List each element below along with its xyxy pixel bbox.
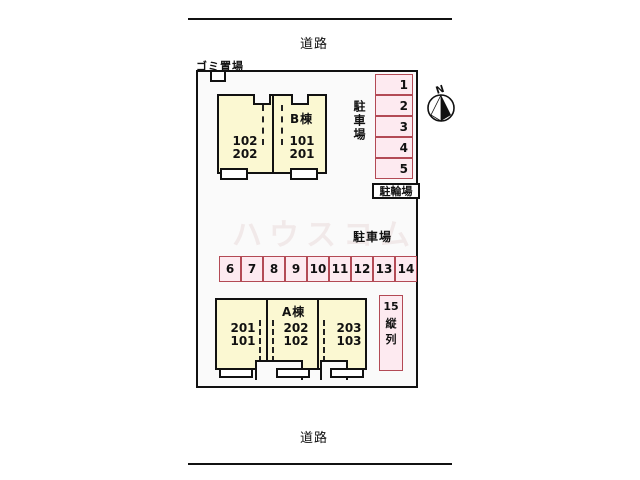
- road-label-top: 道路: [300, 37, 329, 52]
- building-a-unit-2-upper: 203: [336, 321, 362, 335]
- parking-stall-13[interactable]: 13: [373, 256, 395, 282]
- building-a-unit-2: 203 103: [332, 322, 366, 347]
- building-a-stair-line-3: [323, 320, 325, 362]
- watermark-text: ハウスコム: [232, 218, 417, 253]
- bicycle-parking-label: 駐輪場: [372, 183, 420, 199]
- parking-stall-2[interactable]: 2: [375, 95, 413, 116]
- parking-stall-15-number: 15: [383, 300, 399, 313]
- trash-area-box: [210, 70, 226, 82]
- building-b-unit-0: 102 202: [226, 135, 264, 160]
- parking-stall-15-char2: 列: [385, 333, 397, 346]
- building-b-entry-left: [220, 168, 248, 180]
- building-b-stair-line-right: [281, 105, 283, 145]
- parking-stall-4[interactable]: 4: [375, 137, 413, 158]
- building-a-unit-0-lower: 101: [230, 333, 256, 348]
- building-b-notch-right: [291, 94, 309, 105]
- parking-middle-label: 駐車場: [353, 230, 393, 244]
- parking-stall-12[interactable]: 12: [351, 256, 373, 282]
- parking-stall-15[interactable]: 15 縦 列: [379, 295, 403, 371]
- road-label-bottom: 道路: [300, 431, 329, 446]
- compass-icon: N: [427, 84, 455, 122]
- building-b-unit-1-lower: 201: [289, 146, 315, 161]
- building-b-unit-0-lower: 202: [232, 146, 258, 161]
- compass-north-letter: N: [435, 84, 446, 97]
- parking-stall-15-char1: 縦: [385, 316, 397, 330]
- building-a-unit-divider-1: [266, 298, 268, 370]
- building-b-unit-0-upper: 102: [232, 134, 258, 148]
- north-arrow: N: [424, 84, 458, 124]
- building-a-unit-0: 201 101: [226, 322, 260, 347]
- building-a-stair-line-1: [259, 320, 261, 362]
- parking-stall-7[interactable]: 7: [241, 256, 263, 282]
- building-a-name: A棟: [282, 305, 306, 319]
- building-a-entry-3: [330, 368, 364, 378]
- building-a: [215, 298, 367, 370]
- parking-stall-5[interactable]: 5: [375, 158, 413, 179]
- building-b-stair-line-left: [262, 105, 264, 145]
- building-b-unit-divider: [272, 94, 274, 174]
- parking-stall-14[interactable]: 14: [395, 256, 417, 282]
- building-a-unit-1: 202 102: [279, 322, 313, 347]
- road-line-top-outer: [188, 18, 452, 20]
- building-b-unit-1: 101 201: [283, 135, 321, 160]
- building-a-unit-1-upper: 202: [283, 321, 309, 335]
- building-a-unit-divider-2: [317, 298, 319, 370]
- building-b-name: B棟: [290, 112, 314, 126]
- parking-stall-1[interactable]: 1: [375, 74, 413, 95]
- building-a-entry-1: [219, 368, 253, 378]
- parking-stall-11[interactable]: 11: [329, 256, 351, 282]
- parking-stall-6[interactable]: 6: [219, 256, 241, 282]
- parking-stall-10[interactable]: 10: [307, 256, 329, 282]
- building-b-notch-left: [253, 94, 271, 105]
- building-a-unit-0-upper: 201: [230, 321, 256, 335]
- parking-right-label: 駐車場: [352, 100, 366, 142]
- building-a-entry-2: [276, 368, 310, 378]
- parking-stall-9[interactable]: 9: [285, 256, 307, 282]
- trash-area-label: ゴミ置場: [196, 60, 244, 73]
- parking-stall-8[interactable]: 8: [263, 256, 285, 282]
- parking-stall-3[interactable]: 3: [375, 116, 413, 137]
- building-a-unit-2-lower: 103: [336, 333, 362, 348]
- building-b-entry-right: [290, 168, 318, 180]
- road-line-bottom-outer: [188, 463, 452, 465]
- building-a-unit-1-lower: 102: [283, 333, 309, 348]
- building-a-stair-line-2: [272, 320, 274, 362]
- building-b-unit-1-upper: 101: [289, 134, 315, 148]
